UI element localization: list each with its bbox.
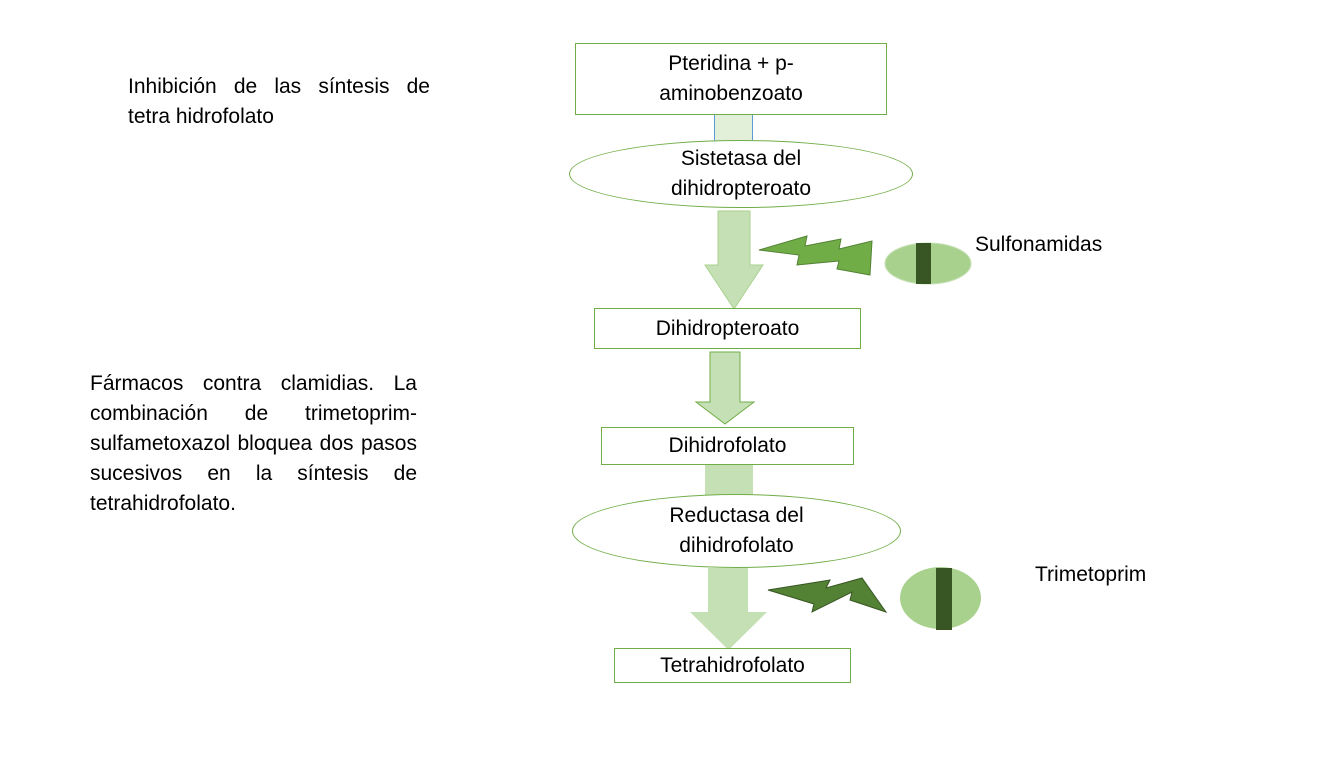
product2-box: Dihidrofolato xyxy=(601,427,854,465)
inhibition-paragraph: Inhibición de las síntesis de tetra hidr… xyxy=(128,75,430,128)
connector-dihidrofolato-enzyme2 xyxy=(705,463,753,497)
arrow-down-1 xyxy=(704,210,764,310)
pill-icon-2 xyxy=(900,567,981,630)
enzyme1-ellipse: Sistetasa del dihidropteroato xyxy=(569,140,913,208)
pill-icon-1 xyxy=(884,242,972,285)
substrate-label: Pteridina + p-aminobenzoato xyxy=(659,52,803,105)
enzyme2-ellipse: Reductasa del dihidrofolato xyxy=(572,494,901,568)
product2-label: Dihidrofolato xyxy=(668,434,787,457)
product1-label: Dihidropteroato xyxy=(655,316,800,340)
enzyme2-label: Reductasa del dihidrofolato xyxy=(669,504,804,557)
connector-substrate-enzyme1 xyxy=(714,114,753,144)
enzyme1-label: Sistetasa del dihidropteroato xyxy=(670,147,812,200)
drugs-paragraph: Fármacos contra clamidias. La combinació… xyxy=(90,372,417,515)
product3-label: Tetrahidrofolato xyxy=(660,653,805,677)
inhibitor1-label: Sulfonamidas xyxy=(975,233,1103,256)
lightning-bolt-icon-2 xyxy=(767,577,888,613)
arrow-down-3 xyxy=(690,568,767,650)
inhibitor2-label: Trimetoprim xyxy=(1035,563,1147,586)
arrow-down-2 xyxy=(694,351,756,425)
product3-box: Tetrahidrofolato xyxy=(614,648,851,683)
substrate-box: Pteridina + p-aminobenzoato xyxy=(575,43,887,115)
product1-box: Dihidropteroato xyxy=(594,308,861,349)
lightning-bolt-icon-1 xyxy=(758,235,873,276)
